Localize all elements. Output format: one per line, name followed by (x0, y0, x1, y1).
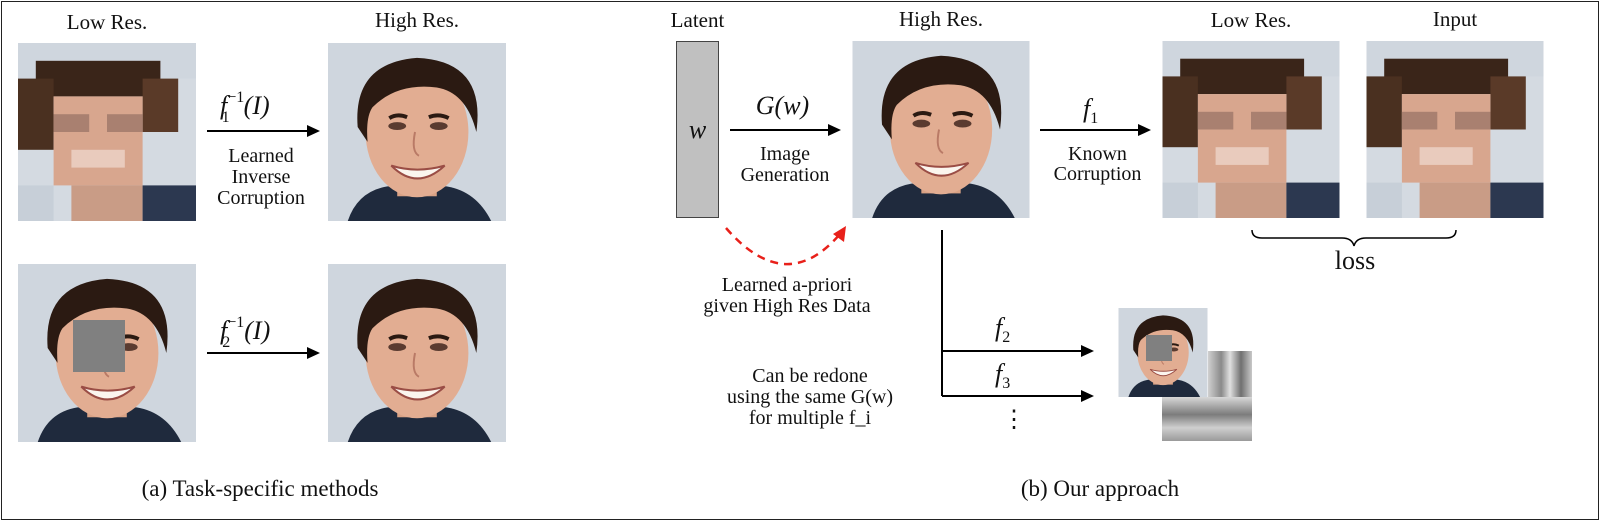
prior-caption-line2: given High Res Data (703, 295, 871, 317)
generated-high-res-image (852, 41, 1030, 218)
label-input: Input (1432, 7, 1478, 31)
branch-f3-label: f3 (995, 359, 1011, 392)
inverse-op-1: f−11(I) (220, 89, 270, 126)
op1-caption-line2: Inverse (231, 166, 291, 188)
known-caption-line2: Corruption (1053, 163, 1142, 185)
label-high-res-right: High Res. (899, 7, 983, 31)
generator-op: G(w) (755, 91, 810, 120)
occluded-face-image (18, 264, 196, 442)
low-res-face-image (18, 43, 196, 221)
redo-caption-line1: Can be redone (752, 365, 868, 387)
gen-caption-line2: Generation (740, 164, 830, 186)
input-image (1366, 41, 1544, 218)
arrow-generation (730, 124, 841, 136)
arrow-known-corruption (1040, 124, 1151, 136)
caption-left: (a) Task-specific methods (141, 476, 379, 501)
known-caption-line1: Known (1068, 143, 1127, 165)
latent-symbol: w (688, 115, 707, 144)
inpainting-thumbnail (1118, 308, 1208, 397)
label-low-res-left: Low Res. (66, 10, 148, 34)
op1-caption-line3: Corruption (217, 187, 305, 209)
thumbnail-occlusion-patch (1146, 335, 1172, 361)
caption-right: (b) Our approach (1020, 476, 1180, 501)
arrow-op-2 (207, 347, 320, 359)
redo-caption-line3: for multiple f_i (748, 407, 872, 429)
noise-thumbnail-wide (1162, 397, 1252, 441)
restored-face-image (328, 264, 506, 442)
branch-f2-label: f2 (995, 313, 1011, 346)
known-corruption-op: f1 (1083, 94, 1099, 127)
gen-caption-line1: Image (760, 143, 810, 165)
inverse-op-2: f−12(I) (220, 314, 271, 351)
loss-brace (1251, 229, 1457, 247)
high-res-face-image (328, 43, 506, 221)
label-latent: Latent (670, 8, 725, 32)
op1-caption-line1: Learned (228, 145, 294, 167)
label-high-res-left: High Res. (375, 8, 459, 32)
label-low-res-right: Low Res. (1210, 8, 1292, 32)
occlusion-patch (73, 320, 125, 372)
loss-label: loss (1334, 246, 1376, 275)
latent-vector-box (676, 41, 719, 218)
branch-arrows (941, 230, 1094, 402)
corrupted-low-res-image (1162, 41, 1340, 218)
redo-caption-line2: using the same G(w) (726, 386, 894, 408)
prior-arrow (725, 226, 846, 266)
branch-more-dots: ⋮ (1002, 407, 1026, 433)
arrow-op-1 (207, 125, 320, 137)
prior-caption-line1: Learned a-priori (721, 274, 853, 296)
